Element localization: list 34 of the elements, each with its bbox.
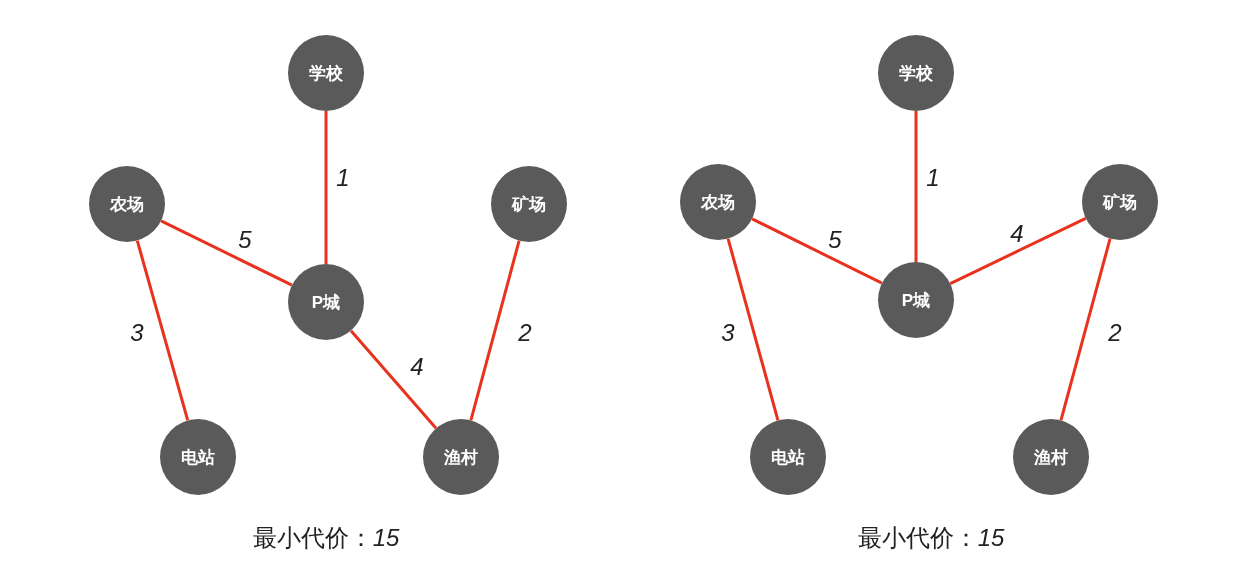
- node-label: 学校: [899, 62, 933, 85]
- connector-line: [1059, 238, 1112, 421]
- node-label: 矿场: [512, 193, 546, 216]
- connector-line: [324, 111, 328, 264]
- cost-caption: 最小代价：15: [252, 523, 400, 553]
- edge-label: 4: [1010, 220, 1024, 248]
- connector-line: [135, 240, 190, 421]
- edge-label: 5: [828, 226, 842, 254]
- node-label: 电站: [771, 446, 805, 469]
- edge-label: 2: [518, 319, 532, 347]
- connector-line: [160, 219, 293, 287]
- connector-line: [751, 217, 883, 285]
- node-label: 矿场: [1103, 191, 1137, 214]
- connector-line: [949, 217, 1087, 285]
- edge-label: 2: [1108, 319, 1122, 347]
- connector-line: [726, 238, 780, 421]
- edge-label: 1: [926, 164, 940, 192]
- node-label: 电站: [181, 446, 215, 469]
- edge-label: 5: [238, 226, 252, 254]
- connector-line: [469, 240, 521, 421]
- node-label: 渔村: [1034, 446, 1068, 469]
- connector-line: [914, 111, 918, 262]
- edge-label: 3: [130, 319, 144, 347]
- cost-caption: 最小代价：15: [857, 523, 1005, 553]
- node-label: 学校: [309, 62, 343, 85]
- node-label: 农场: [701, 191, 735, 214]
- edge-label: 4: [410, 353, 424, 381]
- edge-label: 1: [336, 164, 350, 192]
- connector-line: [349, 329, 438, 430]
- node-label: P城: [901, 289, 931, 312]
- node-label: 农场: [110, 193, 144, 216]
- edge-label: 3: [721, 319, 735, 347]
- node-label: P城: [311, 291, 341, 314]
- node-label: 渔村: [444, 446, 478, 469]
